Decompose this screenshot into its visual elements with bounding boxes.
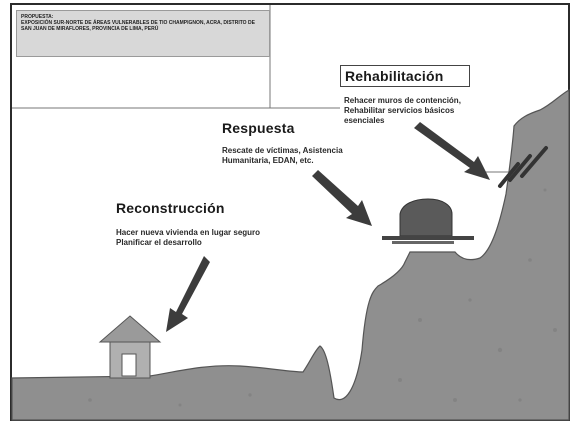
rehabilitacion-line-3: esenciales <box>344 116 385 125</box>
respuesta-line-1: Rescate de víctimas, Asistencia <box>222 146 343 155</box>
debris-icon <box>382 198 474 244</box>
caption-box: PROPUESTA: EXPOSICIÓN SUR-NORTE DE ÁREAS… <box>16 10 270 57</box>
rehabilitacion-title: Rehabilitación <box>345 68 444 84</box>
reconstruccion-line-2: Planificar el desarrollo <box>116 238 202 247</box>
reconstruccion-title: Reconstrucción <box>116 200 225 216</box>
rehabilitacion-line-1: Rehacer muros de contención, <box>344 96 461 105</box>
caption-label: PROPUESTA: <box>21 14 54 20</box>
arrow-rehabilitacion <box>414 122 490 180</box>
arrow-icon <box>166 122 490 332</box>
terrain-texture <box>88 188 557 407</box>
house-icon <box>98 315 162 379</box>
rehabilitacion-title-box: Rehabilitación <box>340 65 470 87</box>
terrain-shape <box>11 88 570 421</box>
arrow-reconstruccion <box>166 256 210 332</box>
slope-debris-icon <box>498 146 548 188</box>
respuesta-title: Respuesta <box>222 120 295 136</box>
reconstruccion-description: Hacer nueva vivienda en lugar seguro Pla… <box>116 228 336 248</box>
caption-text: EXPOSICIÓN SUR-NORTE DE ÁREAS VULNERABLE… <box>21 20 255 32</box>
respuesta-description: Rescate de víctimas, Asistencia Humanita… <box>222 146 412 166</box>
respuesta-line-2: Humanitaria, EDAN, etc. <box>222 156 314 165</box>
rehabilitacion-description: Rehacer muros de contención, Rehabilitar… <box>344 96 544 126</box>
reconstruccion-line-1: Hacer nueva vivienda en lugar seguro <box>116 228 261 237</box>
rehabilitacion-line-2: Rehabilitar servicios básicos <box>344 106 455 115</box>
arrow-respuesta <box>312 170 372 226</box>
